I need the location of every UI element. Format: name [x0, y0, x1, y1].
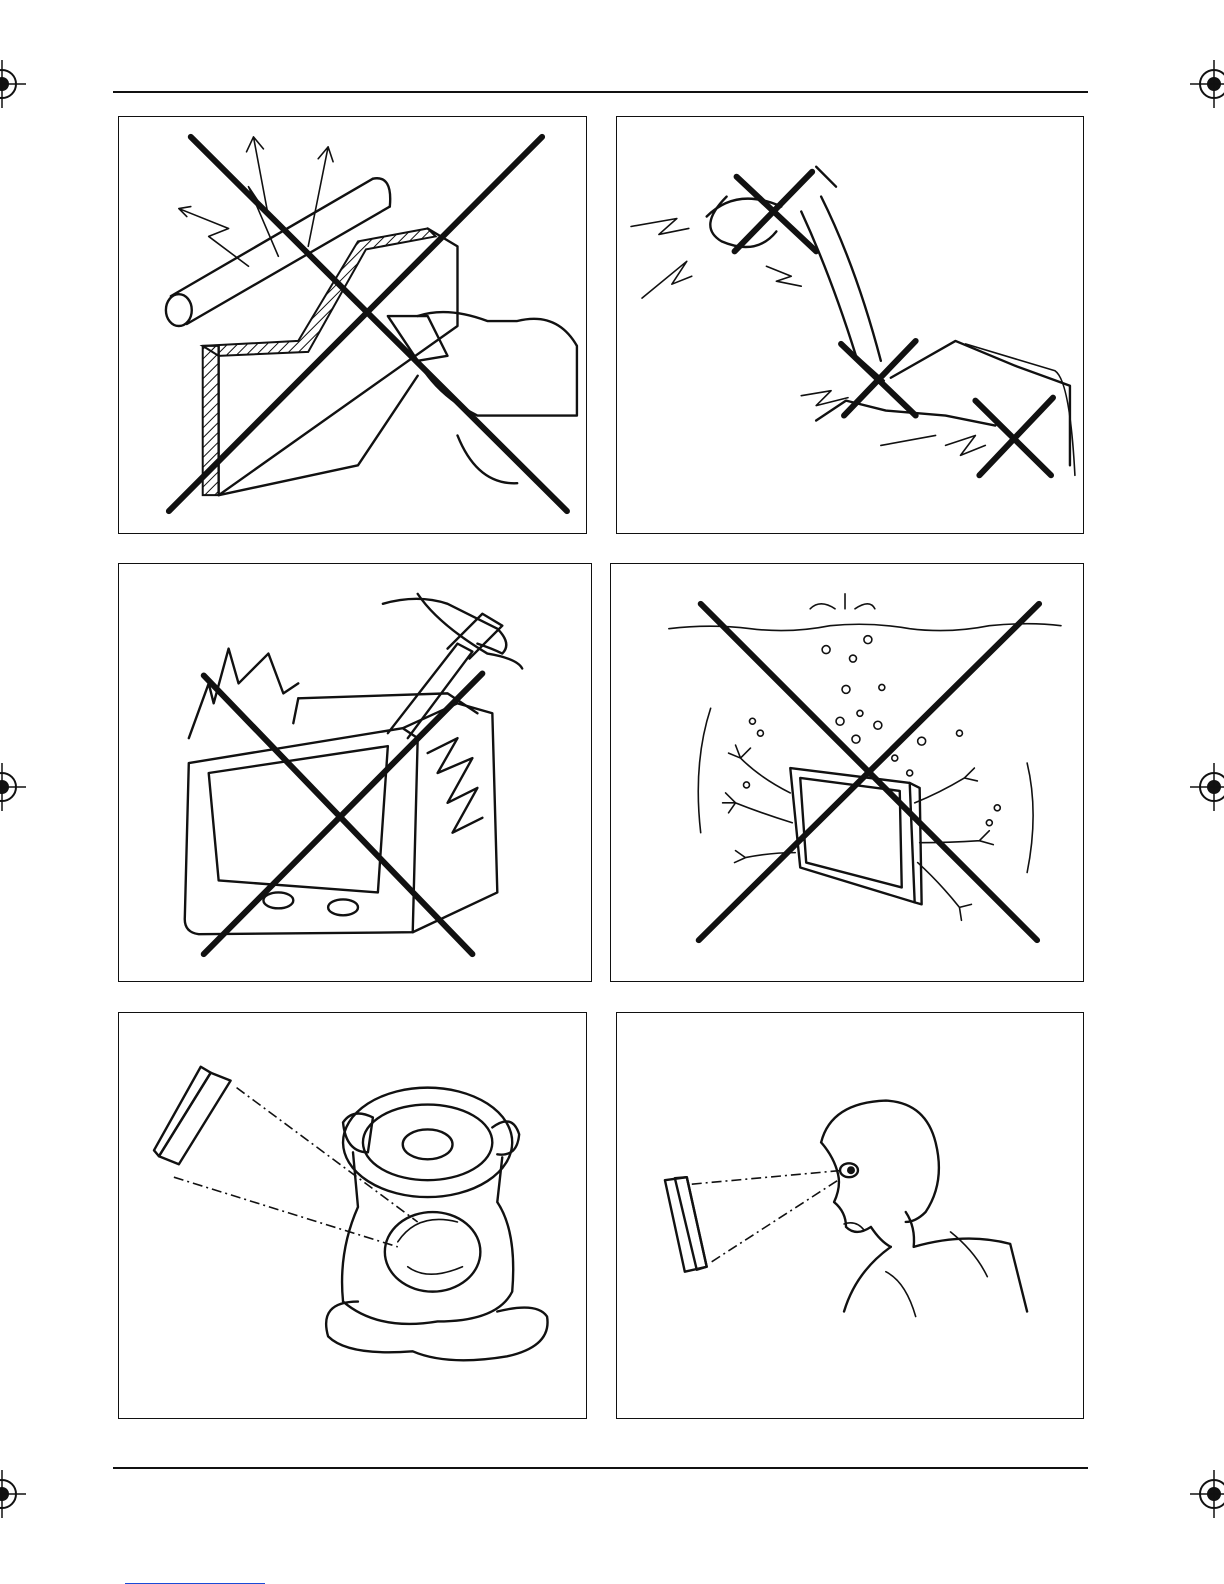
disassembly-prohibited-icon — [119, 564, 591, 981]
registration-mark-icon — [0, 1470, 26, 1518]
registration-mark-icon — [1190, 1470, 1224, 1518]
footer-rule — [113, 1467, 1088, 1469]
impact-hammer-prohibited-icon — [617, 117, 1083, 533]
panel-driver — [118, 1012, 587, 1419]
panel-water — [610, 563, 1084, 982]
panel-screwdriver-tv — [118, 563, 592, 982]
viewer-eye-line-icon — [617, 1013, 1083, 1418]
panel-heat-tool — [118, 116, 587, 534]
water-immersion-prohibited-icon — [611, 564, 1083, 981]
header-rule — [113, 91, 1088, 93]
panel-impact — [616, 116, 1084, 534]
registration-mark-icon — [1190, 60, 1224, 108]
registration-mark-icon — [1190, 763, 1224, 811]
soldering-iron-prohibited-icon — [119, 117, 586, 533]
registration-mark-icon — [0, 763, 26, 811]
panel-viewer — [616, 1012, 1084, 1419]
driver-viewing-icon — [119, 1013, 586, 1418]
registration-mark-icon — [0, 60, 26, 108]
